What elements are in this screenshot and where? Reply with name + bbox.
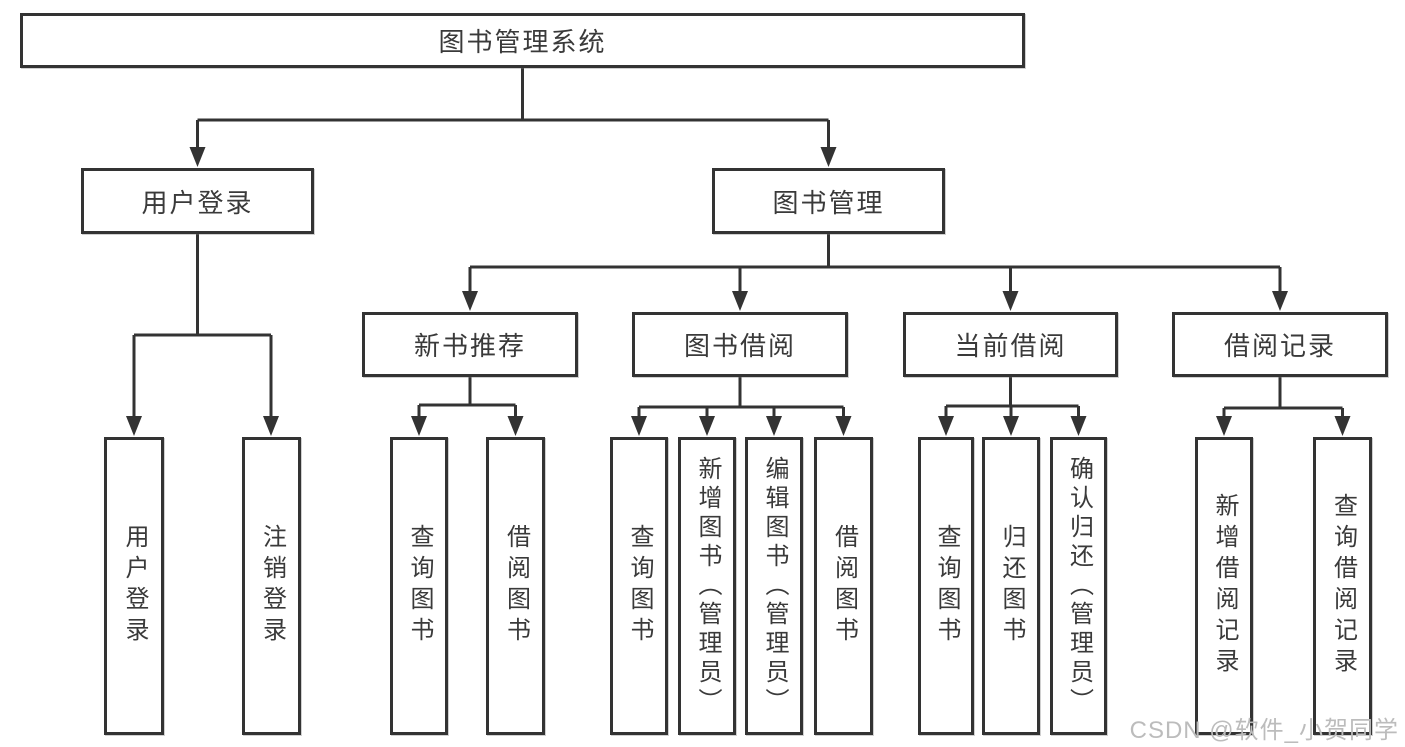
- node-root: 图书管理系统: [20, 13, 1025, 68]
- node-root-label: 图书管理系统: [438, 27, 607, 57]
- node-borrow-records: 借阅记录: [1172, 312, 1388, 377]
- leaf-edit-books-admin: 编辑图书（管理员）: [745, 437, 803, 735]
- leaf-logout: 注销登录: [242, 437, 301, 735]
- leaf-confirm-return-admin: 确认归还（管理员）: [1050, 437, 1107, 735]
- leaf-user-login: 用户登录: [104, 437, 164, 735]
- node-borrow-records-label: 借阅记录: [1223, 331, 1336, 361]
- leaf-logout-label: 注销登录: [258, 524, 286, 648]
- leaf-recommend-query-books: 查询图书: [390, 437, 448, 735]
- leaf-borrow-query-books: 查询图书: [610, 437, 668, 735]
- node-user-login: 用户登录: [81, 168, 314, 234]
- node-user-login-label: 用户登录: [141, 187, 254, 218]
- leaf-borrow-books: 借阅图书: [814, 437, 873, 735]
- node-new-book-recommend-label: 新书推荐: [413, 331, 526, 361]
- leaf-current-query-books-label: 查询图书: [933, 524, 960, 648]
- leaf-recommend-borrow-books-label: 借阅图书: [502, 524, 530, 648]
- leaf-current-query-books: 查询图书: [918, 437, 974, 735]
- leaf-add-books-admin: 新增图书（管理员）: [678, 437, 736, 735]
- leaf-add-borrow-record: 新增借阅记录: [1195, 437, 1253, 735]
- leaf-return-books-label: 归还图书: [998, 524, 1025, 648]
- leaf-borrow-books-label: 借阅图书: [830, 524, 858, 648]
- leaf-user-login-label: 用户登录: [121, 524, 148, 648]
- leaf-borrow-query-books-label: 查询图书: [626, 524, 653, 648]
- leaf-query-borrow-record: 查询借阅记录: [1313, 437, 1372, 735]
- leaf-add-borrow-record-label: 新增借阅记录: [1211, 493, 1238, 679]
- node-current-borrow: 当前借阅: [903, 312, 1118, 377]
- node-book-management-label: 图书管理: [772, 187, 885, 218]
- watermark: CSDN @软件_小贺同学: [1129, 717, 1399, 744]
- leaf-edit-books-admin-label: 编辑图书（管理员）: [761, 455, 788, 717]
- node-book-borrow-label: 图书借阅: [683, 331, 796, 361]
- node-new-book-recommend: 新书推荐: [362, 312, 578, 377]
- leaf-query-borrow-record-label: 查询借阅记录: [1329, 493, 1357, 679]
- node-book-management: 图书管理: [712, 168, 945, 234]
- leaf-confirm-return-admin-label: 确认归还（管理员）: [1065, 455, 1093, 717]
- leaf-add-books-admin-label: 新增图书（管理员）: [694, 455, 721, 717]
- leaf-recommend-query-books-label: 查询图书: [406, 524, 433, 648]
- leaf-return-books: 归还图书: [982, 437, 1040, 735]
- node-book-borrow: 图书借阅: [632, 312, 848, 377]
- node-current-borrow-label: 当前借阅: [954, 331, 1067, 361]
- leaf-recommend-borrow-books: 借阅图书: [486, 437, 545, 735]
